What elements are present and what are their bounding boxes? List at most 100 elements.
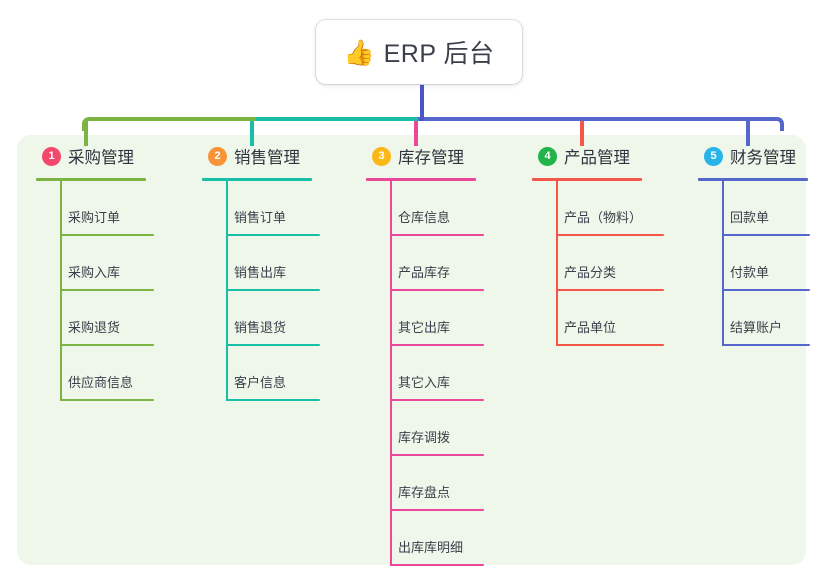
leaf-label: 销售订单: [234, 210, 287, 225]
leaf-label: 供应商信息: [68, 375, 134, 390]
drop-line-5: [746, 121, 750, 146]
bus-indigo: [418, 117, 774, 121]
list-item[interactable]: 其它入库: [366, 346, 484, 401]
column-header-1[interactable]: 1 采购管理: [36, 143, 146, 169]
column-header-rule: [36, 178, 146, 181]
leaf-rule: [556, 234, 664, 236]
leaf-label: 回款单: [730, 210, 770, 225]
leaf-label: 付款单: [730, 265, 770, 280]
list-item[interactable]: 产品分类: [532, 236, 664, 291]
list-item[interactable]: 付款单: [698, 236, 810, 291]
column-header-rule: [532, 178, 642, 181]
list-item[interactable]: 产品单位: [532, 291, 664, 346]
leaf-rule: [226, 234, 320, 236]
leaf-rule: [226, 289, 320, 291]
list-item[interactable]: 客户信息: [202, 346, 320, 401]
leaf-list: 产品（物料） 产品分类产品单位: [532, 181, 664, 346]
column-header-rule: [366, 178, 476, 181]
number-badge-2: 2: [208, 146, 227, 166]
column-header-rule: [698, 178, 808, 181]
drop-line-4: [580, 121, 584, 146]
list-item[interactable]: 销售订单: [202, 181, 320, 236]
bus-green: [94, 117, 258, 121]
list-item[interactable]: 库存盘点: [366, 456, 484, 511]
list-item[interactable]: 产品库存: [366, 236, 484, 291]
root-node-card[interactable]: 👍 ERP 后台: [316, 20, 522, 84]
leaf-label: 库存盘点: [398, 485, 451, 500]
list-item[interactable]: 供应商信息: [36, 346, 154, 401]
column-header-4[interactable]: 4 产品管理: [532, 143, 642, 169]
mindmap-panel: [17, 135, 806, 565]
leaf-label: 采购订单: [68, 210, 121, 225]
leaf-rule: [226, 344, 320, 346]
leaf-rule: [390, 344, 484, 346]
list-item[interactable]: 产品（物料）: [532, 181, 664, 236]
column-销售管理: 2 销售管理销售订单销售出库销售退货客户信息: [202, 143, 320, 401]
drop-line-1: [84, 121, 88, 146]
column-title: 财务管理: [730, 149, 796, 167]
list-item[interactable]: 销售出库: [202, 236, 320, 291]
leaf-list: 仓库信息产品库存其它出库其它入库库存调拨库存盘点出库库明细: [366, 181, 484, 566]
column-header-5[interactable]: 5 财务管理: [698, 143, 808, 169]
column-title: 采购管理: [68, 149, 134, 167]
list-item[interactable]: 回款单: [698, 181, 810, 236]
leaf-label: 其它出库: [398, 320, 451, 335]
leaf-list: 销售订单销售出库销售退货客户信息: [202, 181, 320, 401]
column-title: 产品管理: [564, 149, 630, 167]
bus-left-elbow: [82, 117, 96, 131]
column-spine: [226, 181, 228, 401]
column-采购管理: 1 采购管理采购订单采购入库采购退货供应商信息: [36, 143, 154, 401]
leaf-rule: [722, 344, 810, 346]
column-title: 库存管理: [398, 149, 464, 167]
list-item[interactable]: 仓库信息: [366, 181, 484, 236]
leaf-rule: [60, 399, 154, 401]
list-item[interactable]: 结算账户: [698, 291, 810, 346]
root-stem-connector: [420, 84, 424, 121]
list-item[interactable]: 其它出库: [366, 291, 484, 346]
list-item[interactable]: 采购退货: [36, 291, 154, 346]
list-item[interactable]: 出库库明细: [366, 511, 484, 566]
leaf-list: 采购订单采购入库采购退货供应商信息: [36, 181, 154, 401]
leaf-label: 产品（物料）: [564, 210, 643, 225]
leaf-rule: [390, 399, 484, 401]
leaf-rule: [60, 344, 154, 346]
column-spine: [390, 181, 392, 566]
leaf-label: 采购退货: [68, 320, 121, 335]
leaf-rule: [390, 454, 484, 456]
number-badge-4: 4: [538, 146, 557, 166]
number-badge-1: 1: [42, 146, 61, 166]
column-spine: [556, 181, 558, 346]
list-item[interactable]: 采购入库: [36, 236, 154, 291]
number-badge-5: 5: [704, 146, 723, 166]
bus-right-elbow: [770, 117, 784, 131]
leaf-rule: [60, 289, 154, 291]
drop-line-3: [414, 121, 418, 146]
leaf-label: 采购入库: [68, 265, 121, 280]
column-财务管理: 5 财务管理回款单付款单结算账户: [698, 143, 810, 346]
list-item[interactable]: 销售退货: [202, 291, 320, 346]
leaf-label: 产品单位: [564, 320, 617, 335]
leaf-label: 产品分类: [564, 265, 617, 280]
leaf-rule: [722, 289, 810, 291]
thumbs-up-emoji: 👍: [343, 37, 375, 67]
bus-teal: [256, 117, 420, 121]
leaf-rule: [390, 564, 484, 566]
column-header-2[interactable]: 2 销售管理: [202, 143, 312, 169]
leaf-label: 其它入库: [398, 375, 451, 390]
list-item[interactable]: 库存调拨: [366, 401, 484, 456]
column-产品管理: 4 产品管理产品（物料） 产品分类产品单位: [532, 143, 664, 346]
column-header-rule: [202, 178, 312, 181]
leaf-rule: [556, 289, 664, 291]
column-title: 销售管理: [234, 149, 300, 167]
root-node-title: ERP 后台: [383, 40, 495, 68]
leaf-label: 结算账户: [730, 320, 783, 335]
leaf-label: 销售退货: [234, 320, 287, 335]
column-spine: [60, 181, 62, 401]
leaf-rule: [390, 289, 484, 291]
column-spine: [722, 181, 724, 346]
leaf-rule: [556, 344, 664, 346]
list-item[interactable]: 采购订单: [36, 181, 154, 236]
